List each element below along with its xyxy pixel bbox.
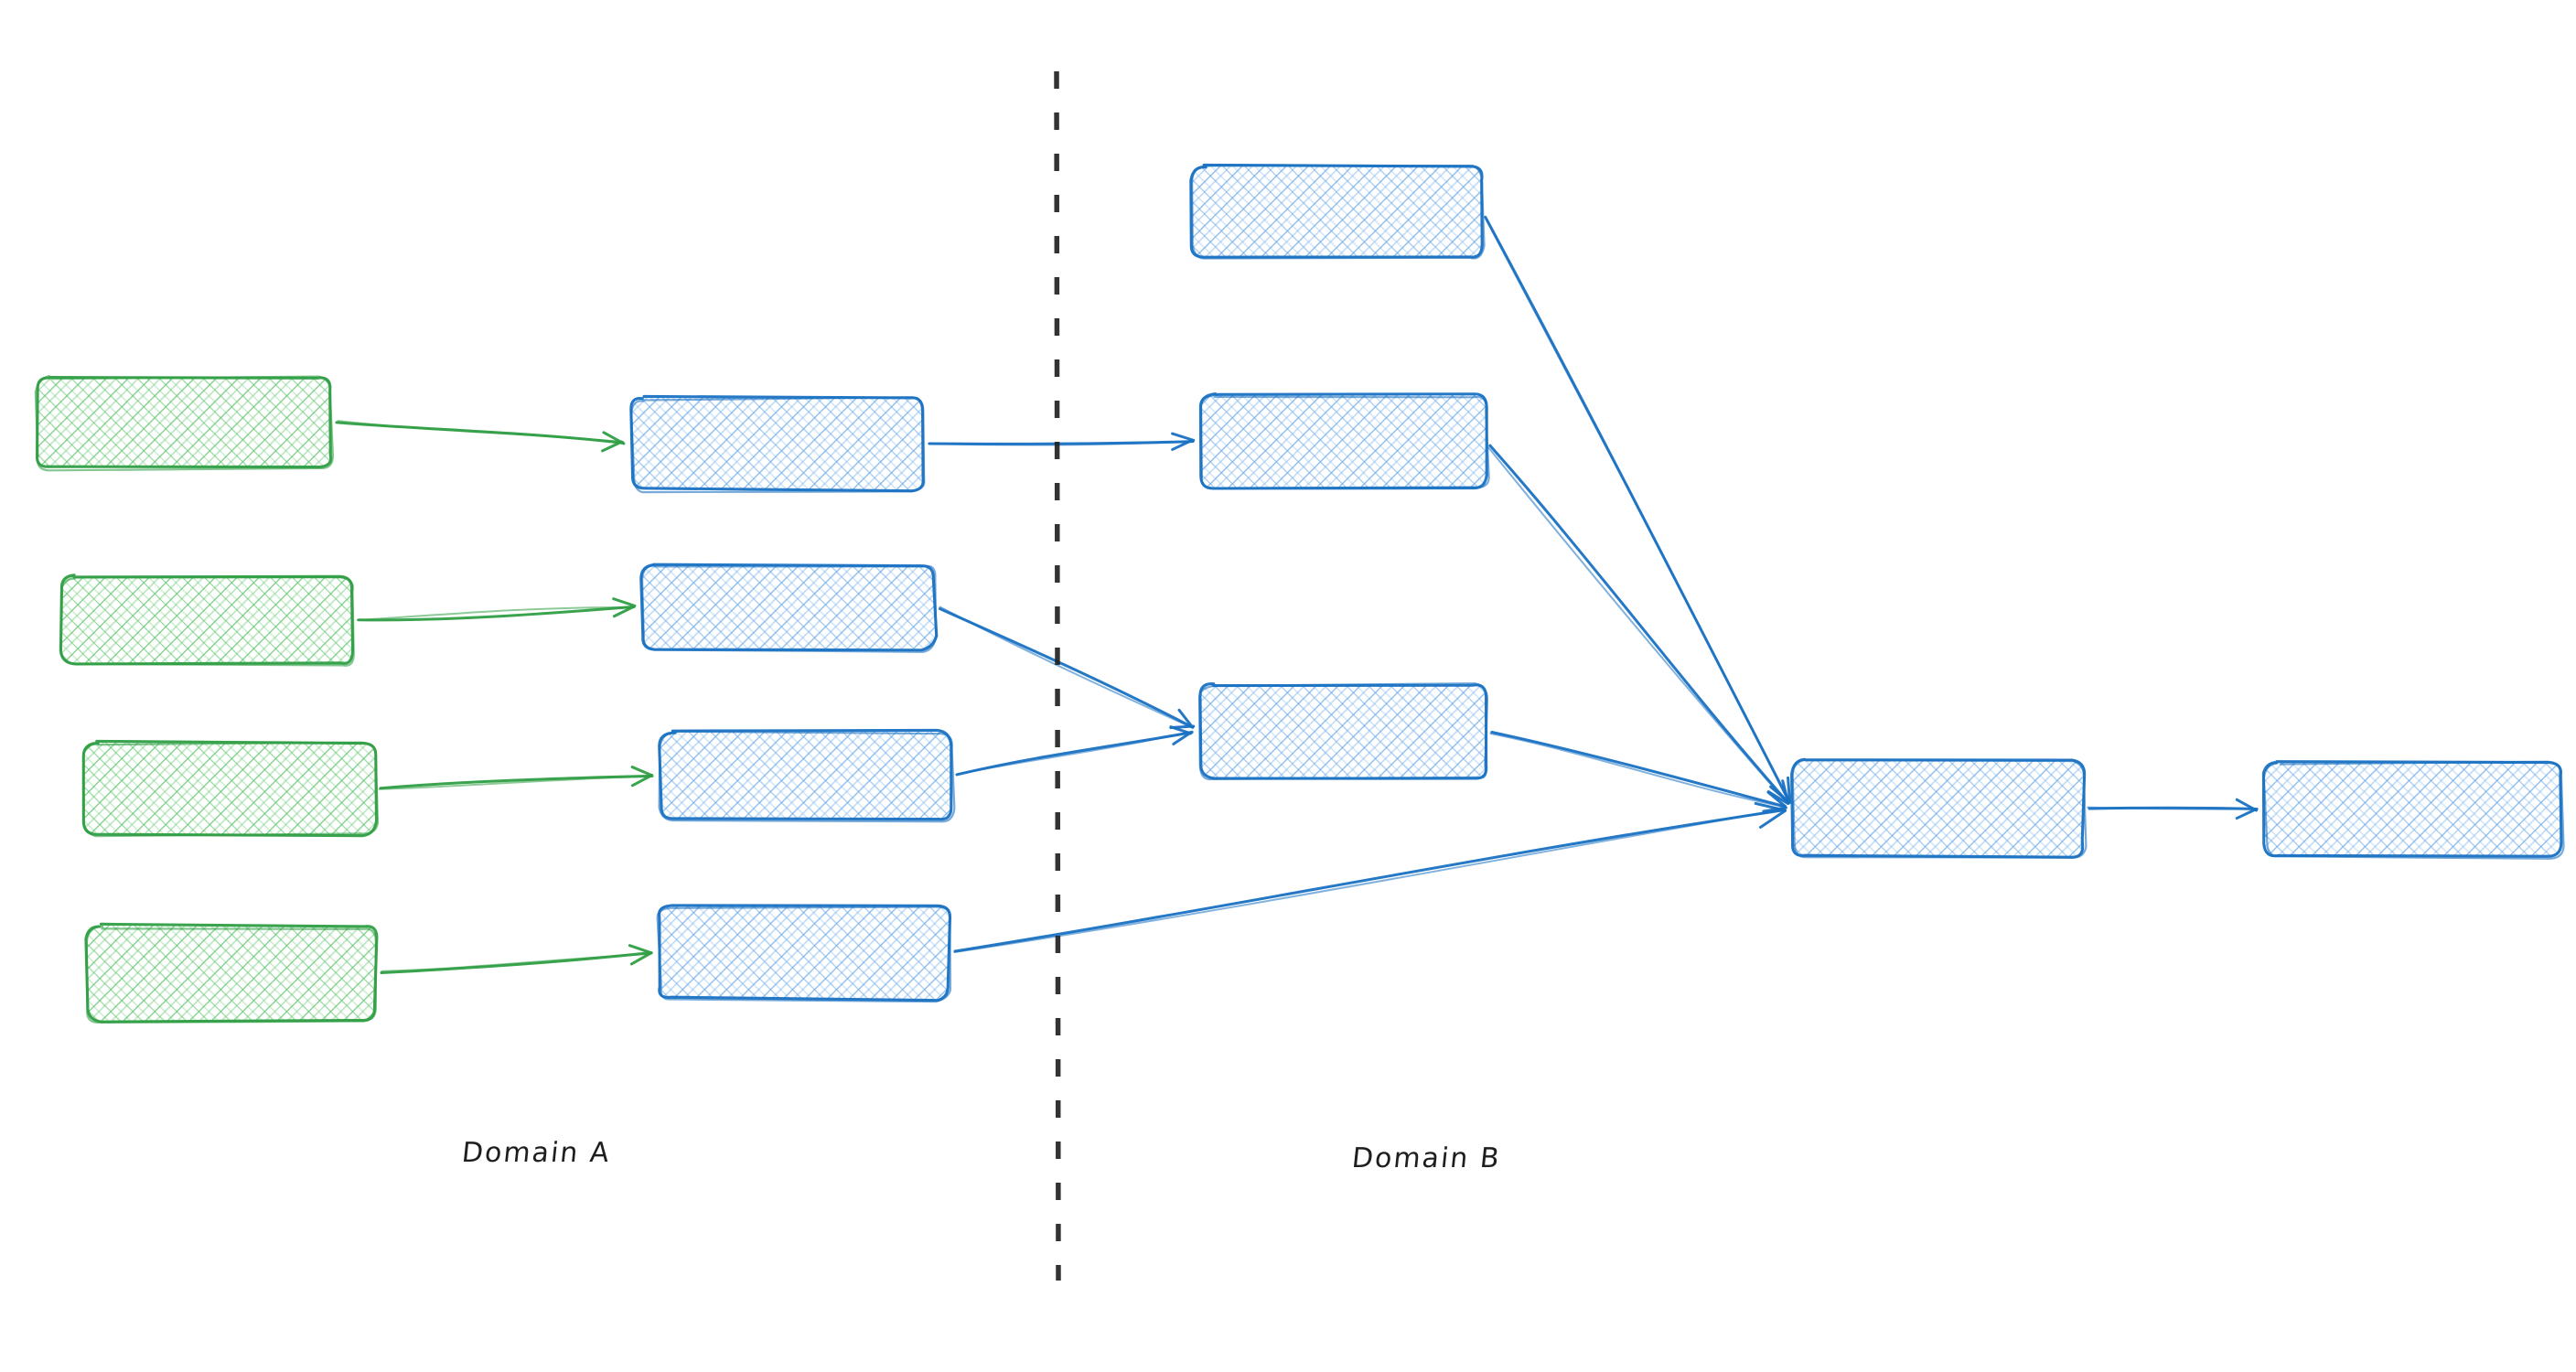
divider-layer [1054,70,1061,1281]
node-m4[interactable] [656,904,952,1003]
node-m3[interactable] [658,728,956,823]
domain-divider [1054,70,1061,1281]
node-a2[interactable] [59,573,355,667]
edge-a1-to-m1 [335,420,626,453]
node-a3[interactable] [81,739,380,838]
node-layer [34,163,2565,1024]
node-a4[interactable] [84,922,379,1024]
edge-layer [335,215,2259,975]
node-m1[interactable] [629,394,926,494]
edge-m2-to-b3 [938,606,1196,729]
node-hub[interactable] [1790,757,2088,859]
edge-a2-to-m2 [356,597,637,622]
edge-m3-to-b3 [955,725,1194,777]
node-m2[interactable] [639,563,939,653]
node-b1[interactable] [1189,163,1486,260]
edge-b2-to-hub [1487,444,1790,805]
node-out[interactable] [2261,760,2565,860]
edge-m4-to-hub [953,801,1787,953]
edge-hub-to-out [2087,798,2259,820]
node-a1[interactable] [34,375,335,472]
edge-m1-to-b2 [928,432,1196,451]
domain-a-label: Domain A [460,1137,613,1169]
edge-a4-to-m4 [380,944,653,975]
node-b2[interactable] [1198,392,1490,490]
edge-b1-to-hub [1484,215,1792,804]
edge-a3-to-m3 [378,766,654,790]
edge-b3-to-hub [1489,730,1787,813]
node-b3[interactable] [1197,682,1489,781]
domain-b-label: Domain B [1350,1142,1503,1174]
